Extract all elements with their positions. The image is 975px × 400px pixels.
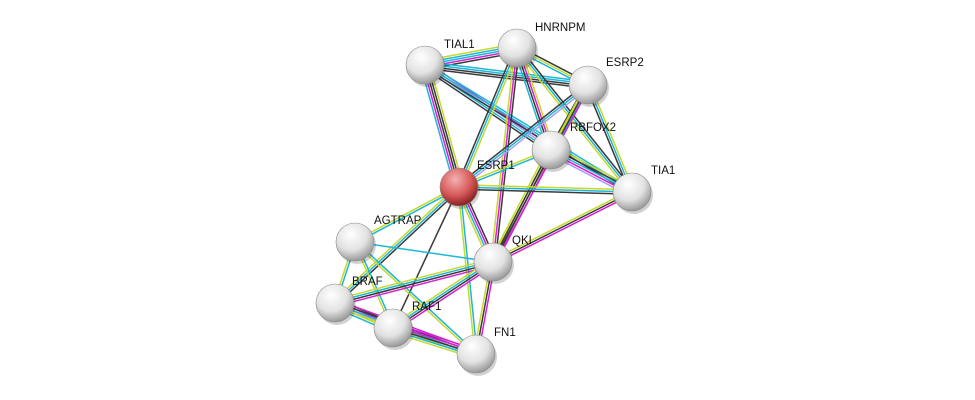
node-sphere[interactable] bbox=[315, 283, 355, 323]
node-label: ESRP1 bbox=[477, 160, 515, 172]
node-label: BRAF bbox=[352, 276, 383, 288]
evidence-line bbox=[390, 258, 492, 326]
edge-esrp2-esrp1[interactable] bbox=[457, 82, 590, 190]
evidence-line bbox=[335, 264, 495, 307]
evidence-line bbox=[458, 188, 632, 195]
edge-qki-raf1[interactable] bbox=[390, 258, 496, 332]
edge-tia1-qki[interactable] bbox=[491, 189, 634, 265]
node-label: RAF1 bbox=[412, 301, 441, 313]
evidence-line bbox=[428, 63, 464, 187]
node-label: ESRP2 bbox=[606, 57, 644, 69]
evidence-line bbox=[457, 82, 588, 186]
edge-tial1-esrp1[interactable] bbox=[420, 63, 464, 189]
evidence-line bbox=[332, 184, 459, 302]
node-label: TIA1 bbox=[651, 165, 675, 177]
evidence-line bbox=[458, 47, 518, 188]
evidence-line bbox=[354, 185, 459, 242]
evidence-line bbox=[355, 187, 460, 244]
evidence-line bbox=[424, 65, 588, 87]
evidence-line bbox=[493, 150, 553, 263]
edge-rbfox2-qki[interactable] bbox=[489, 148, 555, 264]
evidence-line bbox=[424, 64, 460, 188]
node-sphere[interactable] bbox=[531, 130, 571, 170]
edge-esrp1-agtrap[interactable] bbox=[354, 185, 460, 244]
node-rbfox2[interactable]: RBFOX2 bbox=[531, 122, 616, 172]
evidence-line bbox=[585, 85, 631, 194]
edge-esrp1-braf[interactable] bbox=[332, 184, 462, 306]
evidence-line bbox=[334, 260, 493, 303]
node-sphere[interactable] bbox=[335, 222, 375, 262]
edge-esrp1-tia1[interactable] bbox=[458, 184, 633, 195]
evidence-line bbox=[354, 241, 494, 263]
node-label: QKI bbox=[512, 235, 532, 247]
node-label: AGTRAP bbox=[374, 215, 422, 227]
evidence-line bbox=[492, 191, 633, 263]
evidence-line bbox=[335, 188, 462, 306]
node-tia1[interactable]: TIA1 bbox=[612, 165, 675, 214]
node-sphere[interactable] bbox=[568, 65, 608, 105]
evidence-line bbox=[422, 65, 458, 188]
evidence-line bbox=[391, 260, 493, 328]
evidence-line bbox=[459, 184, 633, 191]
evidence-line bbox=[420, 65, 456, 189]
evidence-line bbox=[458, 186, 633, 193]
edge-qki-braf[interactable] bbox=[333, 258, 495, 307]
node-qki[interactable]: QKI bbox=[473, 235, 532, 284]
node-label: HNRNPM bbox=[535, 22, 585, 34]
evidence-line bbox=[491, 189, 632, 261]
evidence-line bbox=[355, 240, 478, 354]
node-label: FN1 bbox=[494, 327, 516, 339]
evidence-line bbox=[334, 186, 460, 304]
edge-hnrnpm-esrp1[interactable] bbox=[456, 46, 520, 189]
evidence-line bbox=[426, 64, 462, 187]
node-label: RBFOX2 bbox=[570, 122, 616, 134]
edge-agtrap-fn1[interactable] bbox=[353, 240, 478, 356]
evidence-line bbox=[392, 186, 460, 329]
edge-agtrap-qki[interactable] bbox=[354, 241, 494, 263]
evidence-line bbox=[489, 148, 549, 261]
evidence-line bbox=[393, 262, 495, 330]
node-sphere[interactable] bbox=[405, 45, 445, 85]
evidence-line bbox=[589, 83, 635, 192]
node-esrp2[interactable]: ESRP2 bbox=[568, 57, 644, 107]
node-sphere[interactable] bbox=[373, 308, 413, 348]
node-label: TIAL1 bbox=[444, 39, 475, 51]
evidence-line bbox=[460, 48, 520, 189]
evidence-line bbox=[456, 46, 516, 187]
evidence-line bbox=[458, 84, 589, 188]
evidence-line bbox=[459, 186, 478, 354]
evidence-line bbox=[493, 193, 634, 265]
node-raf1[interactable]: RAF1 bbox=[373, 301, 441, 350]
evidence-line bbox=[422, 67, 550, 154]
edge-hnrnpm-tia1[interactable] bbox=[514, 46, 635, 194]
evidence-line bbox=[394, 264, 496, 332]
node-sphere[interactable] bbox=[612, 172, 652, 212]
evidence-line bbox=[333, 258, 493, 301]
node-agtrap[interactable]: AGTRAP bbox=[335, 215, 422, 264]
evidence-line bbox=[492, 47, 518, 263]
evidence-line bbox=[518, 46, 635, 192]
node-sphere[interactable] bbox=[473, 242, 513, 282]
evidence-line bbox=[494, 48, 520, 263]
node-braf[interactable]: BRAF bbox=[315, 276, 383, 325]
node-hnrnpm[interactable]: HNRNPM bbox=[497, 22, 585, 70]
evidence-line bbox=[495, 151, 555, 264]
node-sphere[interactable] bbox=[439, 167, 479, 207]
evidence-line bbox=[491, 149, 551, 262]
edge-esrp1-raf1[interactable] bbox=[392, 186, 460, 329]
evidence-line bbox=[459, 86, 590, 190]
evidence-line bbox=[335, 262, 494, 305]
node-tial1[interactable]: TIAL1 bbox=[405, 39, 475, 87]
node-sphere[interactable] bbox=[456, 334, 496, 374]
node-fn1[interactable]: FN1 bbox=[456, 327, 516, 376]
evidence-line bbox=[516, 47, 633, 193]
node-esrp1[interactable]: ESRP1 bbox=[439, 160, 515, 209]
evidence-line bbox=[353, 242, 476, 356]
node-sphere[interactable] bbox=[497, 28, 537, 68]
evidence-line bbox=[514, 48, 631, 194]
